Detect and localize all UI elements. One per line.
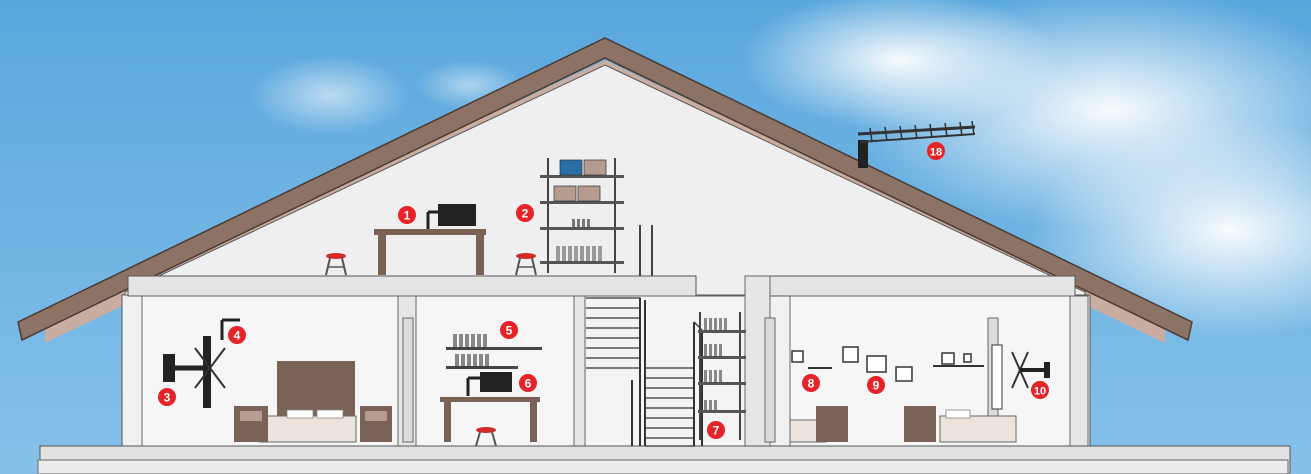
marker-label: 8 <box>808 377 815 391</box>
picture-frames <box>791 346 972 382</box>
tv-antenna-icon <box>857 120 976 168</box>
stair-hall <box>584 295 746 447</box>
bed-icon <box>259 361 357 443</box>
marker-1: 1 <box>398 206 416 224</box>
marker-5: 5 <box>500 321 518 339</box>
wall-mount-tv-icon <box>991 344 1050 410</box>
hall-bookshelf <box>698 312 746 440</box>
marker-label: 5 <box>506 324 513 338</box>
monitor-arm-icon <box>426 204 476 229</box>
marker-7: 7 <box>707 421 725 439</box>
marker-10: 10 <box>1031 381 1049 399</box>
marker-9: 9 <box>867 376 885 394</box>
wall-mount-tv-icon <box>163 336 226 408</box>
attic-stair-rail <box>639 225 653 276</box>
monitor-arm-icon <box>466 372 512 396</box>
roof <box>17 37 1193 342</box>
office-room <box>415 295 575 447</box>
door-frame <box>402 317 414 443</box>
door-frame <box>764 317 776 443</box>
stool-icon <box>325 253 347 276</box>
marker-3: 3 <box>158 388 176 406</box>
marker-2: 2 <box>516 204 534 222</box>
office-desk <box>440 397 540 442</box>
right-attic-slab <box>744 275 1076 297</box>
attic-floor-slab <box>127 275 697 297</box>
marker-4: 4 <box>228 326 246 344</box>
marker-6: 6 <box>519 374 537 392</box>
staircase <box>586 297 703 447</box>
marker-label: 6 <box>525 377 532 391</box>
marker-label: 7 <box>713 424 720 438</box>
marker-label: 4 <box>234 329 241 343</box>
marker-label: 3 <box>164 391 171 405</box>
stool-icon <box>515 253 537 276</box>
stool-icon <box>475 427 497 447</box>
marker-label: 18 <box>930 147 942 159</box>
nightstand-icon <box>360 406 392 442</box>
marker-label: 10 <box>1034 386 1046 398</box>
wall-pillar <box>1069 295 1089 447</box>
wall-pillar <box>573 295 586 447</box>
bed-icon <box>904 406 1017 443</box>
ground-slab-edge <box>37 459 1289 474</box>
bed-icon <box>789 406 848 443</box>
attic-desk <box>374 229 486 275</box>
marker-label: 9 <box>873 379 880 393</box>
marker-label: 1 <box>404 209 411 223</box>
marker-18: 18 <box>927 142 945 160</box>
marker-label: 2 <box>522 207 529 221</box>
marker-8: 8 <box>802 374 820 392</box>
floating-shelves <box>446 334 542 369</box>
wall-rail-icon <box>808 365 984 369</box>
attic-bookshelf <box>540 158 624 273</box>
ceiling-mount-icon <box>220 318 240 340</box>
nightstand-icon <box>234 406 268 442</box>
